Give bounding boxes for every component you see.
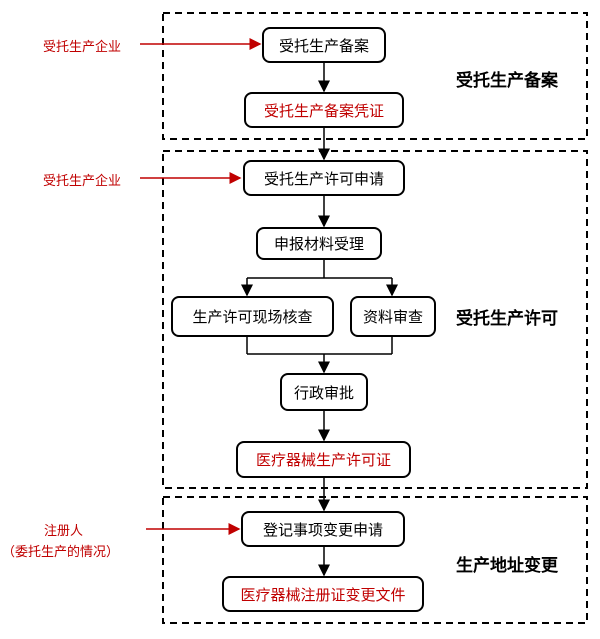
node-acceptance: 申报材料受理 bbox=[256, 227, 382, 260]
external-enterprise-label-2: 受托生产企业 bbox=[43, 174, 122, 189]
section-border-license bbox=[162, 150, 588, 489]
node-document-review: 资料审查 bbox=[350, 296, 436, 337]
section-title-license: 受托生产许可 bbox=[456, 309, 558, 329]
section-title-address: 生产地址变更 bbox=[456, 556, 558, 576]
node-admin-approval: 行政审批 bbox=[280, 373, 368, 411]
section-border-address bbox=[162, 496, 588, 624]
node-change-document: 医疗器械注册证变更文件 bbox=[222, 576, 424, 612]
node-license-application: 受托生产许可申请 bbox=[243, 160, 405, 196]
section-border-filing bbox=[162, 12, 588, 140]
node-device-license: 医疗器械生产许可证 bbox=[236, 441, 411, 478]
node-site-inspection: 生产许可现场核查 bbox=[171, 296, 334, 337]
external-enterprise-label-1: 受托生产企业 bbox=[43, 40, 122, 55]
node-filing: 受托生产备案 bbox=[262, 27, 386, 63]
node-change-application: 登记事项变更申请 bbox=[241, 511, 405, 547]
registrant-note: （委托生产的情况） bbox=[2, 545, 120, 560]
registrant-label: 注册人 bbox=[44, 524, 84, 539]
section-title-filing: 受托生产备案 bbox=[456, 71, 558, 91]
node-filing-certificate: 受托生产备案凭证 bbox=[244, 92, 404, 128]
